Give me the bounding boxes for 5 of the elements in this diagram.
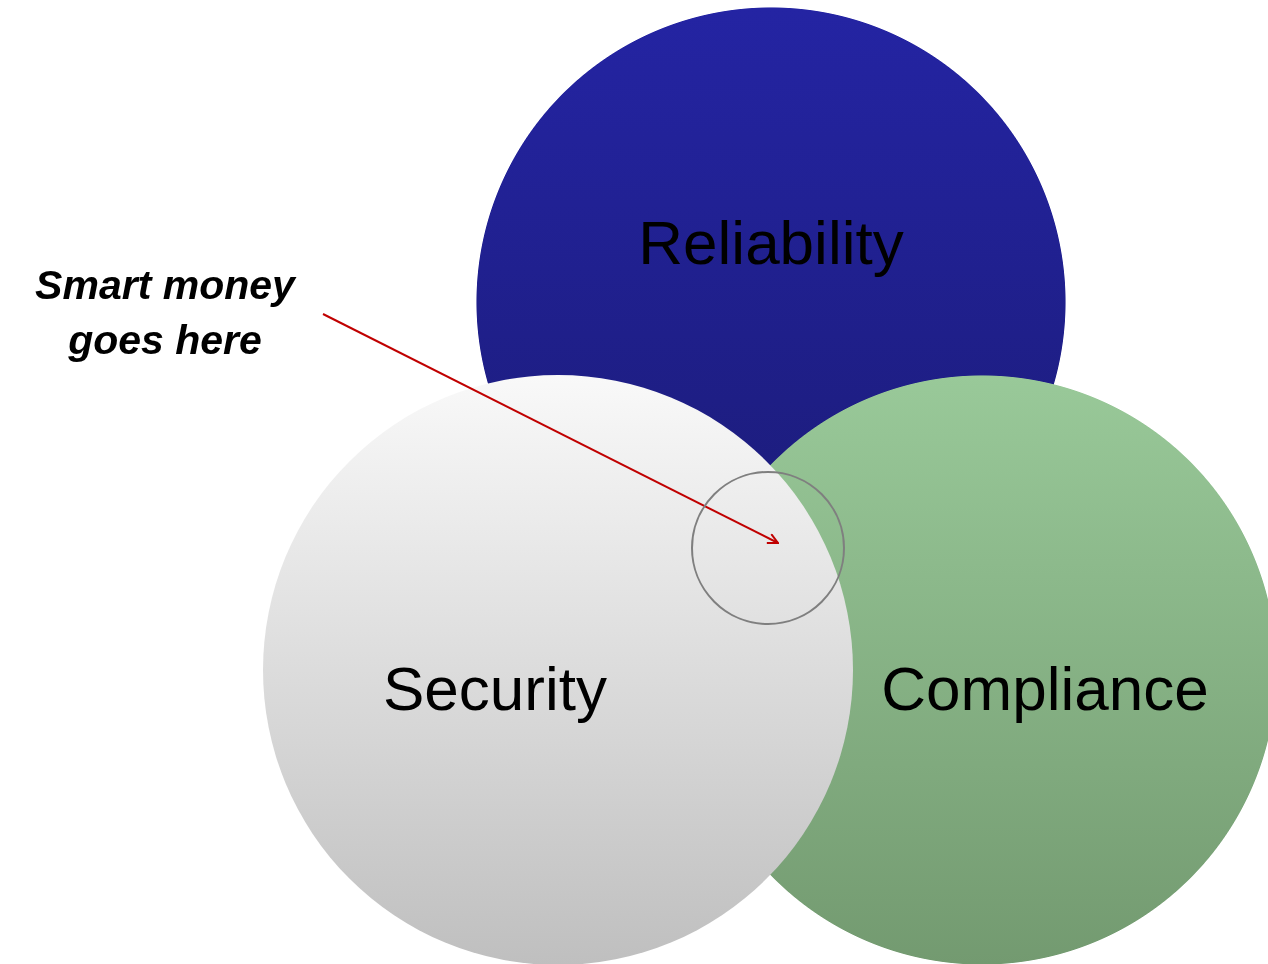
circle-label: Security — [383, 652, 607, 724]
leader-arrow — [322, 313, 779, 544]
circle-label: Compliance — [881, 652, 1209, 724]
circle-label: Reliability — [638, 206, 904, 278]
callout-text: Smart money goes here — [0, 258, 330, 369]
